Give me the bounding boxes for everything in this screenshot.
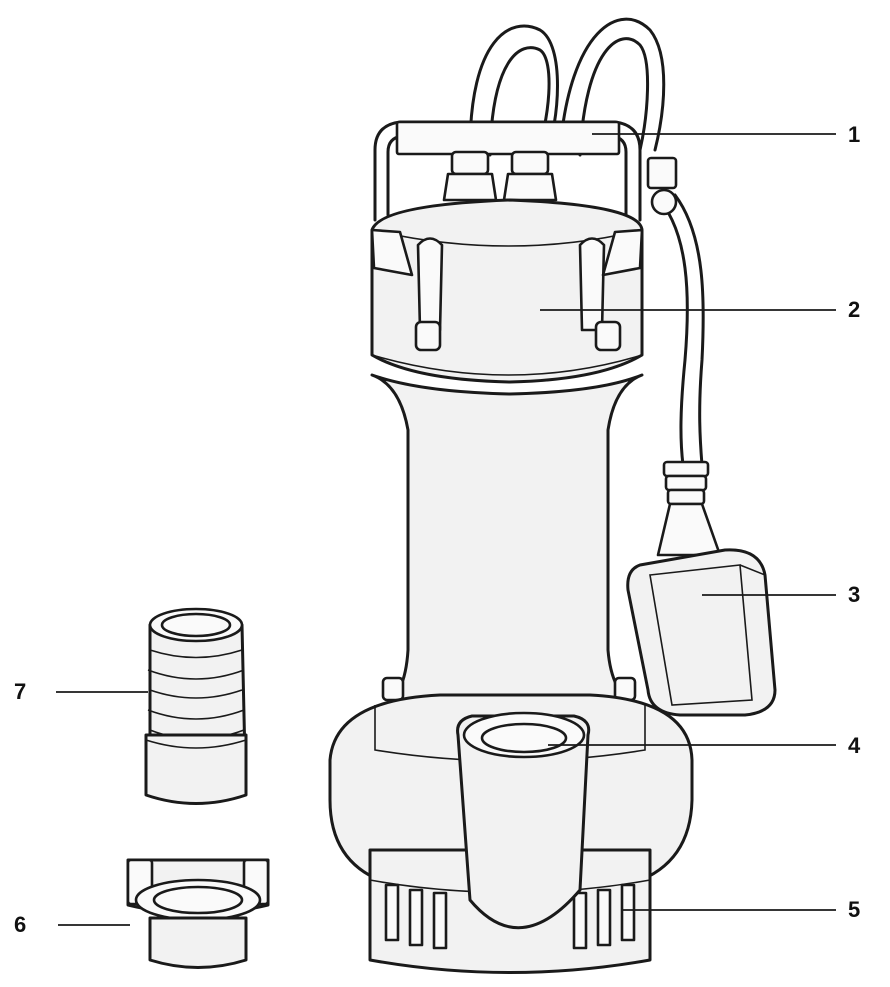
callout-6: 6: [14, 912, 27, 937]
callout-1: 1: [848, 122, 861, 147]
power-cable: [468, 17, 666, 162]
float-switch-cable: [646, 156, 722, 557]
cable-gland: [442, 150, 558, 202]
coupling: [126, 858, 270, 969]
callout-5: 5: [848, 897, 861, 922]
outlet: [456, 711, 591, 930]
callout-4: 4: [848, 733, 861, 758]
float-switch: [626, 548, 777, 717]
callout-2: 2: [848, 297, 861, 322]
callout-7: 7: [14, 679, 27, 704]
leader-lines: [56, 133, 836, 926]
callout-3: 3: [848, 582, 861, 607]
pump-body: [328, 120, 694, 974]
hose-nozzle: [144, 607, 248, 805]
